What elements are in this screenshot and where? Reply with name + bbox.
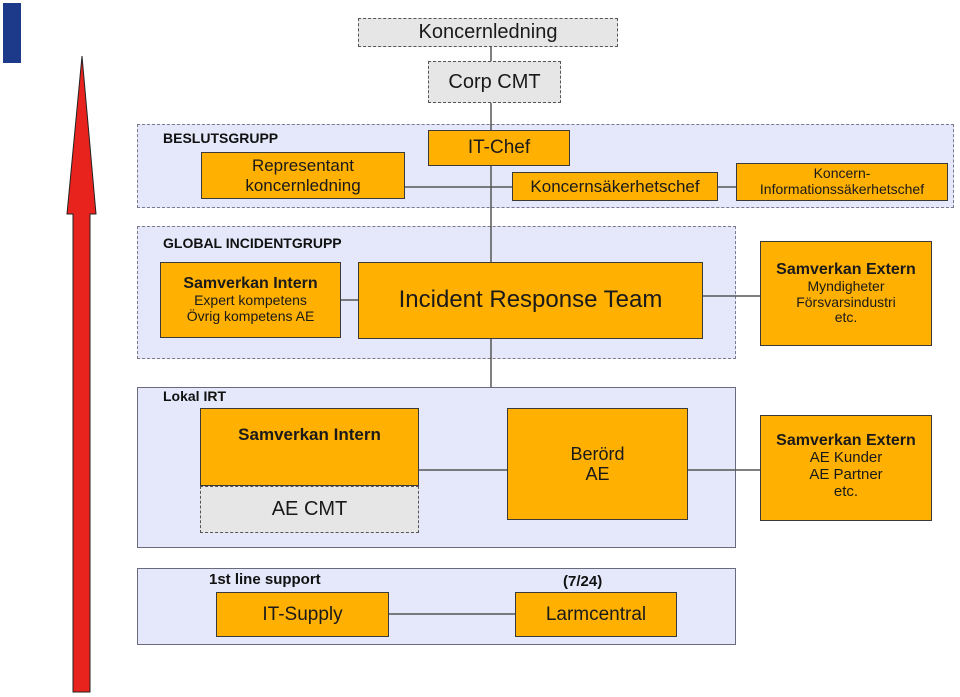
- lokal-extern-title: Samverkan Extern: [776, 432, 916, 449]
- it-chef-label: IT-Chef: [467, 137, 531, 159]
- koncernledning-label: Koncernledning: [418, 21, 558, 43]
- global-incidentgrupp-label: GLOBAL INCIDENTGRUPP: [163, 235, 342, 251]
- ae-cmt-label: AE CMT: [271, 498, 348, 520]
- global-extern-line2: Försvarsindustri: [796, 293, 896, 310]
- lokal-samverkan-intern-box: Samverkan Intern: [200, 408, 419, 486]
- ae-cmt-box: AE CMT: [200, 486, 419, 533]
- koncern-informationssakerhetschef-box: Koncern- Informationssäkerhetschef: [736, 163, 948, 201]
- larmcentral-box: Larmcentral: [515, 592, 677, 637]
- global-intern-title: Samverkan Intern: [183, 275, 318, 293]
- global-samverkan-extern-box: Samverkan Extern Myndigheter Försvarsind…: [760, 241, 932, 346]
- corner-block: [3, 3, 21, 63]
- representant-koncernledning-box: Representant koncernledning: [201, 152, 405, 199]
- larmcentral-label: Larmcentral: [545, 603, 647, 625]
- global-extern-line1: Myndigheter: [807, 277, 885, 294]
- representant-line2: koncernledning: [245, 175, 361, 195]
- lokal-irt-label: Lokal IRT: [163, 388, 227, 404]
- global-samverkan-intern-box: Samverkan Intern Expert kompetens Övrig …: [160, 262, 341, 338]
- lokal-extern-line1: AE Kunder: [809, 448, 883, 466]
- it-supply-label: IT-Supply: [262, 603, 343, 625]
- lokal-samverkan-extern-box: Samverkan Extern AE Kunder AE Partner et…: [760, 415, 932, 521]
- berord-line1: Berörd: [570, 443, 625, 464]
- global-intern-line2: Övrig kompetens AE: [186, 307, 315, 324]
- incident-response-team-box: Incident Response Team: [358, 262, 703, 339]
- representant-line1: Representant: [251, 156, 355, 176]
- it-chef-box: IT-Chef: [428, 130, 570, 166]
- berord-ae-box: Berörd AE: [507, 408, 688, 520]
- koncernledning-box: Koncernledning: [358, 18, 618, 47]
- koncernsakerhetschef-box: Koncernsäkerhetschef: [512, 172, 718, 201]
- berord-line2: AE: [585, 464, 610, 484]
- incident-response-team-label: Incident Response Team: [398, 286, 663, 314]
- global-intern-line1: Expert kompetens: [194, 292, 307, 309]
- koncern-info-line2: Informationssäkerhetschef: [759, 181, 925, 197]
- hours-label: (7/24): [563, 573, 603, 590]
- first-line-support-label: 1st line support: [209, 571, 321, 588]
- lokal-intern-title: Samverkan Intern: [238, 425, 381, 444]
- beslutsgrupp-label: BESLUTSGRUPP: [163, 130, 279, 146]
- global-extern-title: Samverkan Extern: [776, 261, 916, 279]
- koncernsakerhetschef-label: Koncernsäkerhetschef: [530, 176, 700, 196]
- lokal-extern-line3: etc.: [833, 482, 859, 500]
- global-extern-line3: etc.: [834, 309, 858, 326]
- corp-cmt-box: Corp CMT: [428, 61, 561, 103]
- lokal-extern-line2: AE Partner: [809, 465, 883, 483]
- koncern-info-line1: Koncern-: [813, 165, 871, 182]
- it-supply-box: IT-Supply: [216, 592, 389, 637]
- escalation-arrow-icon: [66, 55, 97, 693]
- corp-cmt-label: Corp CMT: [448, 70, 541, 93]
